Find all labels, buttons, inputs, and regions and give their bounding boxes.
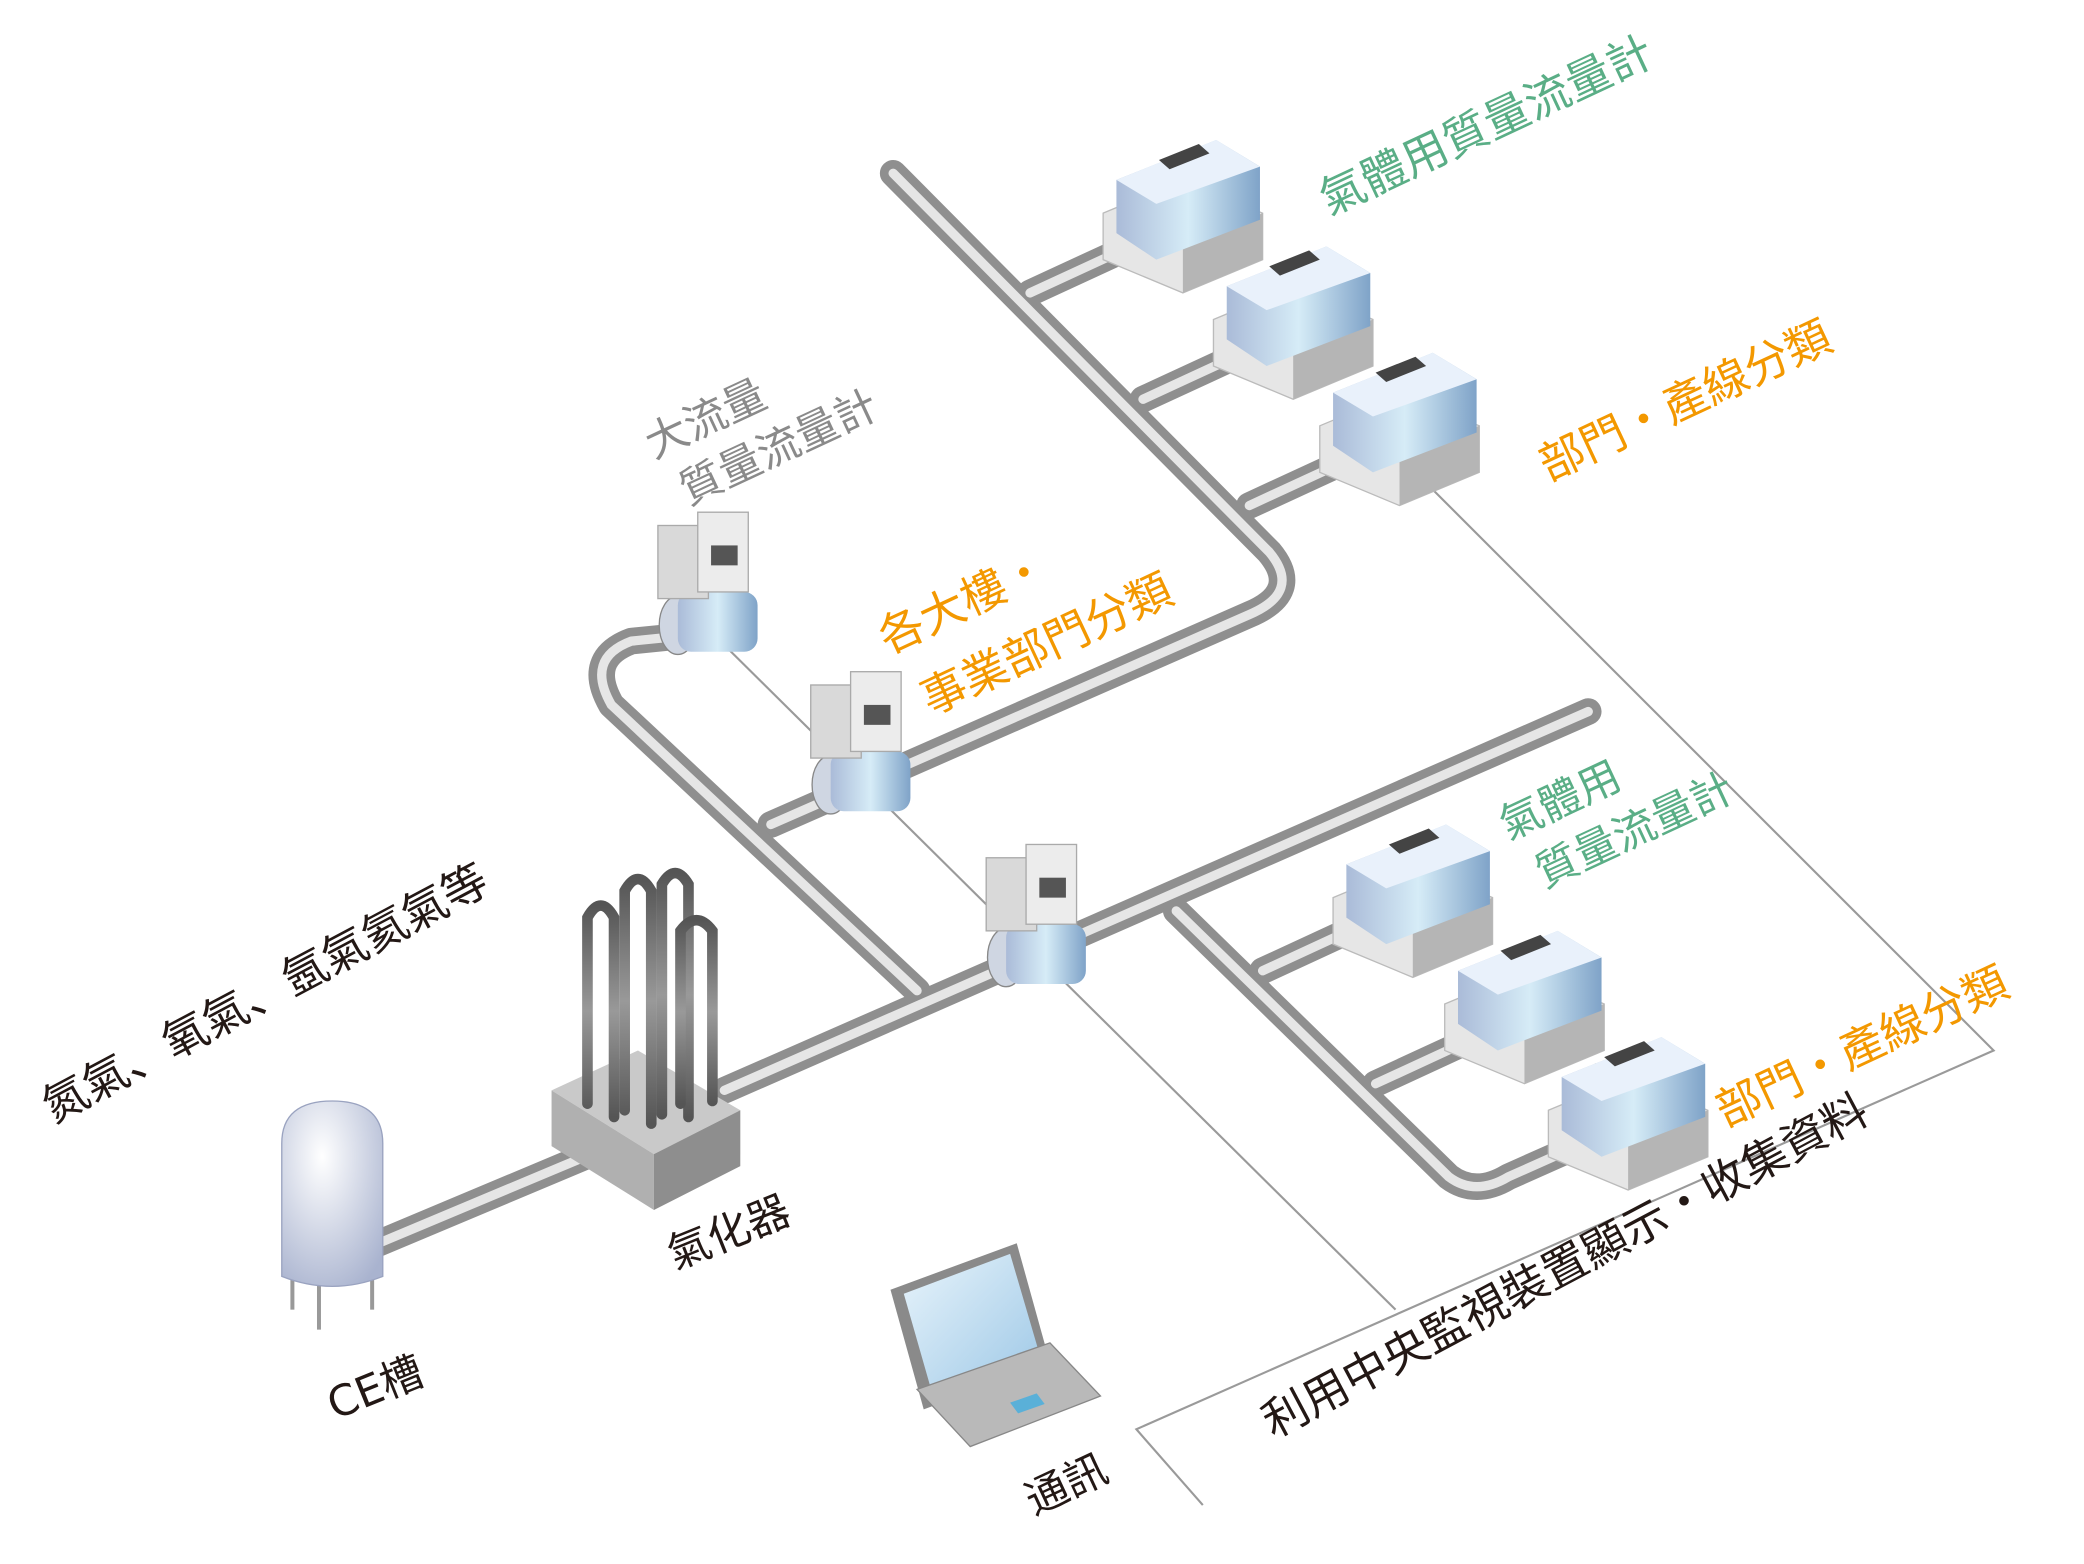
large-flow-meter-2-icon bbox=[810, 671, 911, 815]
laptop-icon bbox=[890, 1243, 1102, 1448]
gas-flow-meter-icon bbox=[1332, 824, 1494, 979]
pipes bbox=[365, 159, 1602, 1257]
large-flow-meters bbox=[657, 511, 1086, 988]
gas-flow-meter-icon bbox=[1319, 352, 1480, 507]
vaporizer-label: 氣化器 bbox=[661, 1187, 798, 1280]
communication-label: 通訊 bbox=[1018, 1445, 1116, 1525]
vaporizer-icon bbox=[551, 867, 741, 1210]
gas-flow-meter-icon bbox=[1444, 930, 1605, 1085]
gas-flow-meter-icon bbox=[1212, 246, 1374, 400]
gas-types-label: 氮氣、氧氣、氬氣氦氣等 bbox=[33, 853, 497, 1133]
gas-flow-meter-icon bbox=[1547, 1037, 1709, 1191]
ce-tank-icon bbox=[281, 1100, 384, 1330]
dept-line-top-label: 部門・產線分類 bbox=[1531, 310, 1840, 492]
gas-flow-meter-icon bbox=[1102, 140, 1264, 294]
ce-tank-label: CE槽 bbox=[321, 1348, 431, 1431]
large-flow-meter-3-icon bbox=[985, 843, 1086, 988]
gas-flow-meters bbox=[1102, 140, 1709, 1191]
large-flow-meter-1-icon bbox=[657, 511, 758, 656]
gas-mfm-top-label: 氣體用質量流量計 bbox=[1311, 25, 1661, 226]
